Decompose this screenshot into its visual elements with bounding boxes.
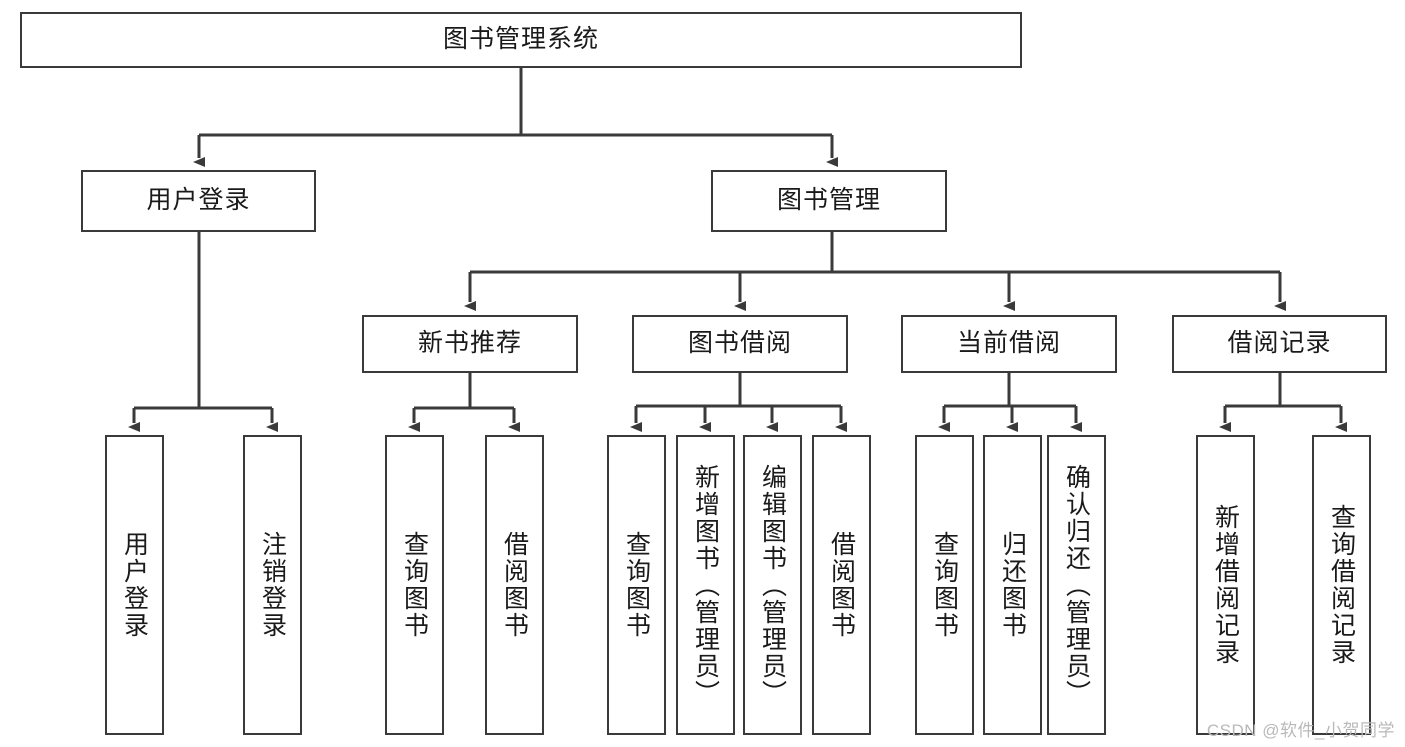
node-label: 注销登录 (258, 531, 287, 639)
node-label: 图书借阅 (687, 329, 792, 358)
node-borrow-record[interactable]: 借阅记录 (1172, 315, 1387, 373)
leaf-current-borrow-return[interactable]: 归还图书 (983, 435, 1042, 735)
leaf-current-borrow-confirm-return[interactable]: 确认归还（管理员） (1047, 435, 1106, 735)
node-book-management-system[interactable]: 图书管理系统 (20, 12, 1022, 68)
node-label: 查询借阅记录 (1327, 504, 1356, 666)
node-new-book-recommend[interactable]: 新书推荐 (362, 315, 578, 373)
leaf-book-borrow-query[interactable]: 查询图书 (607, 435, 666, 735)
leaf-borrow-record-query[interactable]: 查询借阅记录 (1312, 435, 1371, 735)
node-label: 新增图书（管理员） (691, 463, 720, 707)
leaf-current-borrow-query[interactable]: 查询图书 (915, 435, 974, 735)
node-current-borrow[interactable]: 当前借阅 (901, 315, 1117, 373)
leaf-book-borrow-add[interactable]: 新增图书（管理员） (676, 435, 735, 735)
node-label: 图书管理 (776, 186, 881, 215)
node-label: 查询图书 (400, 531, 429, 639)
node-label: 归还图书 (998, 531, 1027, 639)
leaf-new-book-query[interactable]: 查询图书 (385, 435, 444, 735)
node-label: 借阅记录 (1227, 329, 1332, 358)
node-label: 查询图书 (622, 531, 651, 639)
node-label: 查询图书 (930, 531, 959, 639)
leaf-new-book-borrow[interactable]: 借阅图书 (485, 435, 544, 735)
node-label: 确认归还（管理员） (1062, 463, 1091, 707)
node-label: 借阅图书 (827, 531, 856, 639)
node-label: 编辑图书（管理员） (758, 463, 787, 707)
node-label: 借阅图书 (500, 531, 529, 639)
leaf-book-borrow-edit[interactable]: 编辑图书（管理员） (743, 435, 802, 735)
node-label: 当前借阅 (956, 329, 1061, 358)
leaf-user-login-logout[interactable]: 注销登录 (243, 435, 302, 735)
leaf-borrow-record-add[interactable]: 新增借阅记录 (1196, 435, 1255, 735)
node-label: 图书管理系统 (442, 25, 599, 54)
leaf-user-login-login[interactable]: 用户登录 (105, 435, 164, 735)
node-label: 新书推荐 (417, 329, 522, 358)
node-label: 用户登录 (146, 186, 251, 215)
node-label: 新增借阅记录 (1211, 504, 1240, 666)
leaf-book-borrow-borrow[interactable]: 借阅图书 (812, 435, 871, 735)
node-label: 用户登录 (120, 531, 149, 639)
node-book-borrow[interactable]: 图书借阅 (632, 315, 848, 373)
node-book-management[interactable]: 图书管理 (711, 170, 947, 232)
node-user-login[interactable]: 用户登录 (81, 170, 316, 232)
